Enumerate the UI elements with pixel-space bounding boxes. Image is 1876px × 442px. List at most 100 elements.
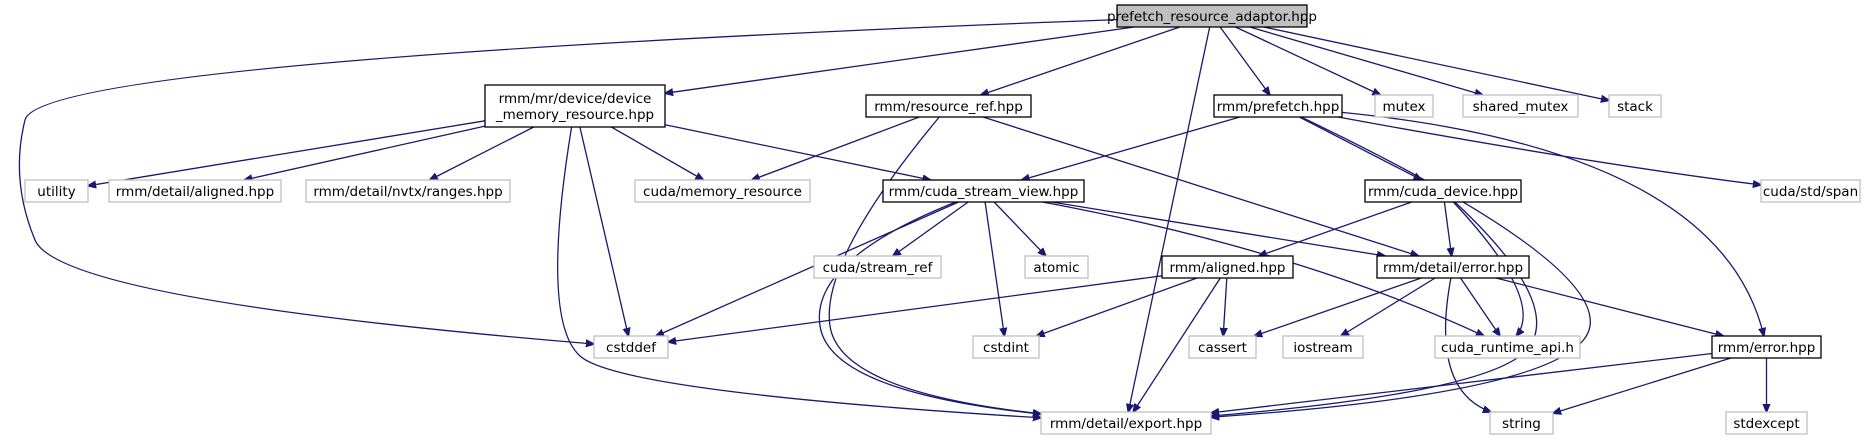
node-cstddef: cstddef bbox=[593, 335, 669, 359]
node-box bbox=[1760, 179, 1861, 203]
edge-arrow bbox=[1254, 277, 1422, 336]
edge-aligned-to-export bbox=[1133, 277, 1221, 412]
edge-root-to-dmr bbox=[665, 26, 1135, 93]
node-mutex: mutex bbox=[1374, 94, 1434, 118]
node-smutex: shared_mutex bbox=[1462, 94, 1579, 118]
edge-cdev-to-cudart bbox=[1452, 201, 1523, 336]
edge-arrow bbox=[1452, 201, 1523, 336]
edge-arrow bbox=[1128, 26, 1211, 412]
node-box bbox=[24, 179, 89, 203]
node-err[interactable]: rmm/error.hpp bbox=[1711, 335, 1822, 359]
edge-dmr-to-csv bbox=[664, 124, 931, 180]
nodes-layer: prefetch_resource_adaptor.hpp rmm/mr/devi… bbox=[24, 4, 1861, 435]
node-box bbox=[1161, 255, 1294, 279]
edge-dmr-to-cmr bbox=[611, 126, 703, 180]
edge-arrow bbox=[1553, 357, 1732, 413]
edge-arrow bbox=[1259, 201, 1413, 256]
node-label: cuda_runtime_api.h bbox=[1441, 340, 1574, 356]
edge-rref-to-derr bbox=[982, 116, 1419, 256]
edge-arrow bbox=[828, 116, 1041, 414]
node-aligned_d: rmm/detail/aligned.hpp bbox=[108, 179, 282, 203]
edge-arrow bbox=[1235, 26, 1381, 95]
node-label: cuda/std/span bbox=[1763, 184, 1858, 200]
edge-prefetch-to-cdev bbox=[1299, 116, 1421, 180]
node-box bbox=[1040, 411, 1212, 435]
node-prefetch[interactable]: rmm/prefetch.hpp bbox=[1213, 94, 1343, 118]
edge-dmr-to-aligned_d bbox=[244, 125, 486, 180]
node-box bbox=[634, 179, 811, 203]
edge-arrow bbox=[1341, 111, 1764, 336]
node-label: rmm/resource_ref.hpp bbox=[874, 99, 1023, 115]
node-root[interactable]: prefetch_resource_adaptor.hpp bbox=[1107, 4, 1317, 28]
node-label: cstddef bbox=[606, 340, 657, 356]
node-box bbox=[1024, 255, 1089, 279]
edge-arrow bbox=[1263, 26, 1609, 101]
edge-csv-to-sref bbox=[893, 201, 969, 256]
edge-arrow bbox=[752, 116, 920, 180]
node-cdev[interactable]: rmm/cuda_device.hpp bbox=[1364, 179, 1522, 203]
edge-rref-to-export bbox=[828, 116, 1041, 414]
edge-arrow bbox=[1495, 277, 1723, 336]
edge-prefetch-to-csv bbox=[1022, 116, 1241, 180]
node-rref[interactable]: rmm/resource_ref.hpp bbox=[865, 94, 1032, 118]
edge-arrow bbox=[664, 124, 931, 180]
node-label: shared_mutex bbox=[1473, 99, 1569, 115]
edge-dmr-to-cstddef bbox=[579, 126, 629, 336]
node-sref: cuda/stream_ref bbox=[813, 255, 942, 279]
edge-prefetch-to-span bbox=[1337, 116, 1761, 185]
node-string: string bbox=[1489, 411, 1554, 435]
edge-arrow bbox=[1051, 201, 1386, 256]
edge-root-to-prefetch bbox=[1219, 26, 1270, 95]
edge-dmr-to-nvtx bbox=[430, 126, 534, 180]
node-label: mutex bbox=[1382, 99, 1425, 115]
edge-arrow bbox=[656, 201, 959, 336]
node-utility: utility bbox=[24, 179, 89, 203]
node-box bbox=[1489, 411, 1554, 435]
node-label: cstdint bbox=[983, 340, 1029, 356]
node-stack: stack bbox=[1608, 94, 1662, 118]
edge-arrow bbox=[1459, 277, 1501, 336]
edge-derr-to-cudart bbox=[1459, 277, 1501, 336]
node-label: rmm/aligned.hpp bbox=[1170, 260, 1286, 276]
node-box bbox=[1462, 94, 1579, 118]
node-label: rmm/cuda_device.hpp bbox=[1368, 184, 1518, 200]
node-box bbox=[865, 94, 1032, 118]
node-csv[interactable]: rmm/cuda_stream_view.hpp bbox=[882, 179, 1085, 203]
node-box bbox=[972, 335, 1040, 359]
edge-cdev-to-derr bbox=[1443, 201, 1451, 256]
edge-rref-to-cmr bbox=[752, 116, 920, 180]
node-box bbox=[593, 335, 669, 359]
edge-arrow bbox=[88, 120, 486, 186]
node-box bbox=[882, 179, 1085, 203]
node-label: prefetch_resource_adaptor.hpp bbox=[1107, 9, 1317, 25]
edge-dmr-to-export bbox=[557, 126, 1041, 418]
edge-root-to-rref bbox=[981, 26, 1181, 95]
edge-arrow bbox=[982, 116, 1419, 256]
node-label: rmm/error.hpp bbox=[1718, 340, 1816, 356]
edge-arrow bbox=[1444, 277, 1491, 412]
edge-arrow bbox=[1219, 26, 1270, 95]
edge-root-to-smutex bbox=[1249, 26, 1483, 95]
node-export: rmm/detail/export.hpp bbox=[1040, 411, 1212, 435]
node-box bbox=[813, 255, 942, 279]
node-span: cuda/std/span bbox=[1760, 179, 1861, 203]
node-dmr[interactable]: rmm/mr/device/device_memory_resource.hpp bbox=[484, 84, 666, 128]
node-aligned[interactable]: rmm/aligned.hpp bbox=[1161, 255, 1294, 279]
node-label: cassert bbox=[1198, 340, 1247, 356]
edge-arrow bbox=[579, 126, 629, 336]
node-box bbox=[1711, 335, 1822, 359]
node-cassert: cassert bbox=[1188, 335, 1257, 359]
edge-csv-to-atomic bbox=[993, 201, 1046, 256]
edge-arrow bbox=[1022, 116, 1241, 180]
node-stdexcept: stdexcept bbox=[1725, 411, 1808, 435]
edge-arrow bbox=[18, 18, 1118, 344]
node-label: stdexcept bbox=[1733, 416, 1799, 432]
edge-arrow bbox=[893, 201, 969, 256]
node-derr[interactable]: rmm/detail/error.hpp bbox=[1376, 255, 1530, 279]
node-label: rmm/detail/nvtx/ranges.hpp bbox=[313, 184, 502, 200]
edge-arrow bbox=[1299, 116, 1421, 180]
node-label: rmm/detail/error.hpp bbox=[1383, 260, 1523, 276]
node-atomic: atomic bbox=[1024, 255, 1089, 279]
edge-root-to-mutex bbox=[1235, 26, 1381, 95]
